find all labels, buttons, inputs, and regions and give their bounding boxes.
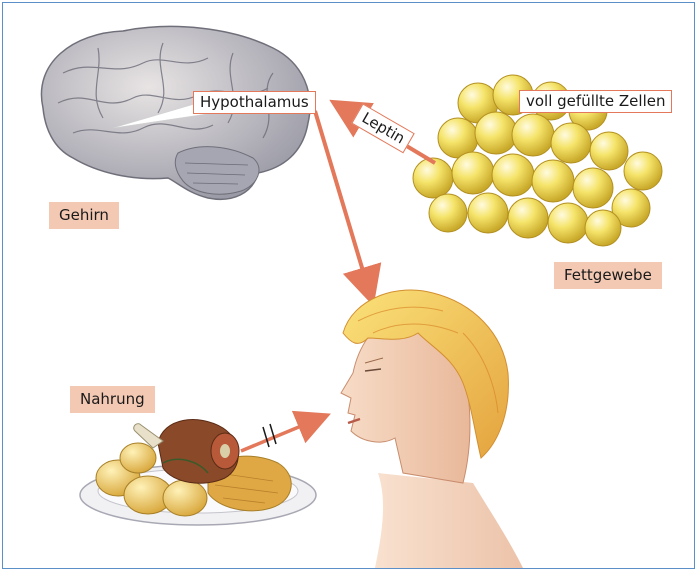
food-blocked-arrow: [241, 419, 318, 451]
hypothalamus-label: Hypothalamus: [193, 91, 316, 114]
fat-label: Fettgewebe: [554, 262, 662, 289]
block-marks: [263, 424, 276, 447]
cells-label: voll gefüllte Zellen: [519, 90, 672, 113]
signal-arrow: [315, 111, 369, 291]
person-profile-illustration: [341, 290, 523, 568]
food-label: Nahrung: [70, 386, 155, 413]
brain-label: Gehirn: [49, 202, 119, 229]
